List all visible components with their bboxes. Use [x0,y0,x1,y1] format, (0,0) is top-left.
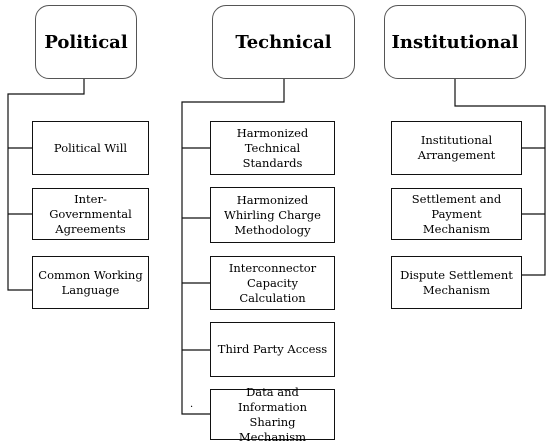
box-third-party-access: Third Party Access [210,322,335,377]
stray-mark: · [190,402,194,413]
box-label: Inter-Governmental Agreements [49,191,132,236]
header-technical: Technical [212,5,355,79]
box-harmonized-technical-standards: Harmonized Technical Standards [210,121,335,175]
header-political-label: Political [44,31,128,53]
box-label: Common Working Language [38,267,143,297]
political-trunk [7,79,85,291]
box-label: Third Party Access [217,342,328,356]
technical-trunk [181,79,285,415]
box-common-working-language: Common Working Language [32,256,149,309]
box-label: Settlement and Payment Mechanism [411,191,502,236]
box-data-and-information-sharing-mechanism: Data and Information Sharing Mechanism [210,385,335,444]
institutional-trunk [454,79,546,276]
box-label: Harmonized Technical Standards [236,125,309,170]
box-label: Dispute Settlement Mechanism [400,267,513,297]
box-label: Interconnector Capacity Calculation [228,260,317,305]
box-political-will: Political Will [32,121,149,175]
box-institutional-arrangement: Institutional Arrangement [391,121,522,175]
header-institutional-label: Institutional [391,31,519,53]
box-label: Harmonized Whirling Charge Methodology [224,192,321,237]
box-interconnector-capacity-calculation: Interconnector Capacity Calculation [210,256,335,310]
box-label: Institutional Arrangement [417,133,496,162]
box-settlement-and-payment-mechanism: Settlement and Payment Mechanism [391,188,522,240]
header-political: Political [35,5,137,79]
box-harmonized-whirling-charge-methodology: Harmonized Whirling Charge Methodology [210,187,335,243]
box-label: Political Will [53,140,128,155]
header-institutional: Institutional [384,5,526,79]
header-technical-label: Technical [235,31,332,53]
box-dispute-settlement-mechanism: Dispute Settlement Mechanism [391,256,522,309]
box-inter-governmental-agreements: Inter-Governmental Agreements [32,188,149,240]
box-label: Data and Information Sharing Mechanism [237,384,308,444]
